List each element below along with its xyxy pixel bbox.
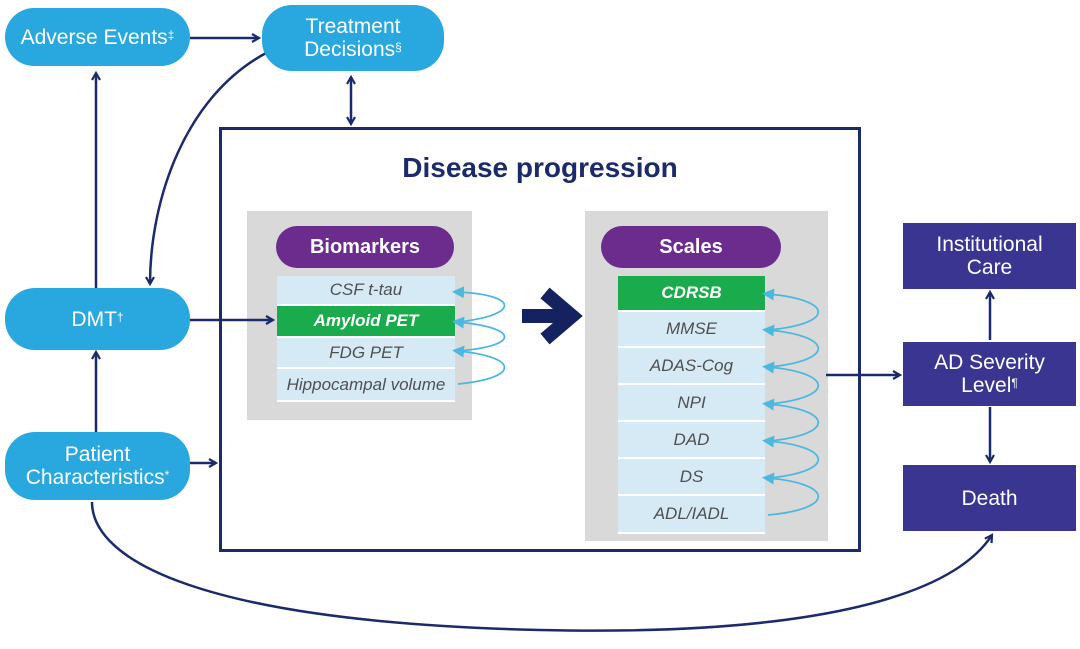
disease-progression-title: Disease progression xyxy=(402,152,678,183)
adverse-events-footnote: ‡ xyxy=(167,27,175,42)
scale-item: ADL/IADL xyxy=(618,496,765,534)
arrow-patient-to-death xyxy=(90,501,992,632)
loop-arrow-scales xyxy=(762,398,819,442)
loop-arrow-biomarkers xyxy=(452,286,506,323)
loop-arrow-scales xyxy=(762,288,819,331)
patient-characteristics-label-line2: Characteristics xyxy=(25,466,165,489)
dmt-node: DMT† xyxy=(5,288,190,350)
biomarker-item: FDG PET xyxy=(277,338,455,369)
scale-item: NPI xyxy=(618,385,765,422)
institutional-care-label-line1: Institutional xyxy=(936,233,1043,256)
ad-severity-label-line2: Level xyxy=(961,374,1012,397)
ad-severity-footnote: ¶ xyxy=(1011,376,1018,390)
loop-arrow-biomarkers xyxy=(452,345,506,385)
patient-characteristics-footnote: * xyxy=(164,468,170,482)
dmt-label: DMT xyxy=(71,307,117,331)
treatment-decisions-footnote: § xyxy=(395,40,402,54)
scales-list: CDRSB MMSE ADAS-Cog NPI DAD DS ADL/IADL xyxy=(618,276,765,534)
loop-arrow-scales xyxy=(762,435,819,479)
patient-characteristics-label-line1: Patient xyxy=(64,443,131,466)
scale-item: CDRSB xyxy=(618,276,765,312)
arrow-treatment-to-dmt xyxy=(150,50,269,284)
loop-arrow-scales xyxy=(762,361,819,405)
loop-arrow-scales xyxy=(762,472,819,516)
institutional-care-label-line2: Care xyxy=(966,256,1013,279)
adverse-events-label: Adverse Events xyxy=(20,25,168,49)
scale-item: DS xyxy=(618,459,765,496)
scale-item: DAD xyxy=(618,422,765,459)
scale-item: MMSE xyxy=(618,312,765,348)
death-node: Death xyxy=(903,465,1076,531)
biomarker-item: Amyloid PET xyxy=(277,306,455,338)
arrow-biomarkers-to-scales-head xyxy=(540,287,583,345)
scales-header: Scales xyxy=(601,226,781,268)
adverse-events-node: Adverse Events‡ xyxy=(5,8,190,66)
death-label: Death xyxy=(961,486,1018,510)
treatment-decisions-label-line2: Decisions xyxy=(304,38,396,61)
ad-severity-label-line1: AD Severity xyxy=(934,351,1045,374)
scale-item: ADAS-Cog xyxy=(618,348,765,385)
biomarker-item: CSF t-tau xyxy=(277,276,455,306)
biomarkers-list: CSF t-tau Amyloid PET FDG PET Hippocampa… xyxy=(277,276,455,402)
dmt-footnote: † xyxy=(116,309,124,324)
loop-arrow-scales xyxy=(762,324,819,368)
treatment-decisions-label-line1: Treatment xyxy=(305,15,401,38)
biomarker-item: Hippocampal volume xyxy=(277,369,455,402)
loop-arrow-biomarkers xyxy=(452,316,506,352)
biomarkers-header: Biomarkers xyxy=(276,226,454,268)
